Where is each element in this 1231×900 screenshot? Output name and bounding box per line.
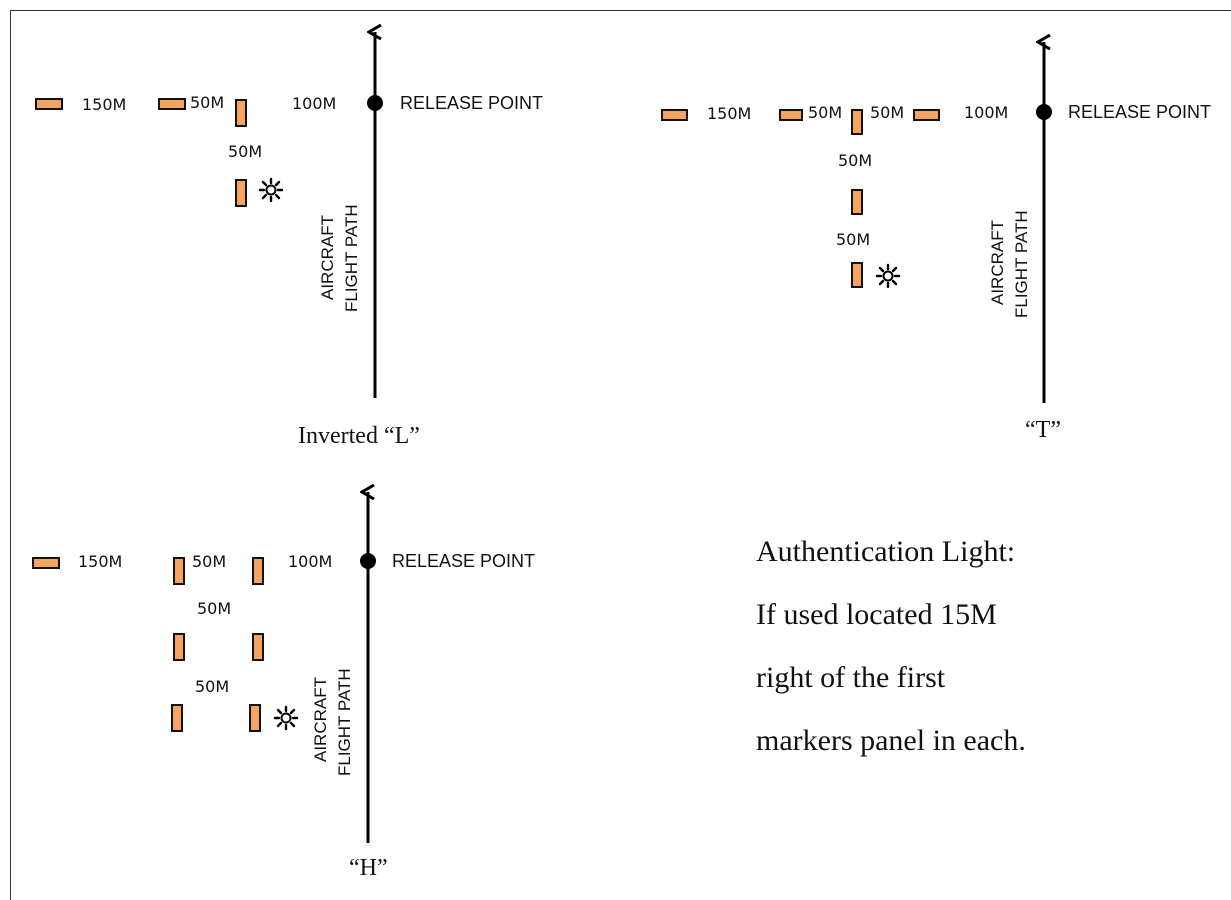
- authentication-light-note: Authentication Light: If used located 15…: [756, 535, 1026, 757]
- marker-panel: [158, 98, 186, 110]
- note-line: Authentication Light:: [756, 535, 1015, 568]
- note-line: right of the first: [756, 661, 946, 694]
- diagram-caption: “T”: [1025, 417, 1061, 443]
- note-line: If used located 15M: [756, 598, 997, 631]
- marker-panel: [851, 109, 863, 135]
- marker-panel: [252, 557, 264, 585]
- distance-50m: 50M: [870, 103, 904, 122]
- authentication-light-sun-icon: [273, 705, 299, 731]
- marker-panel: [171, 704, 183, 732]
- flight-path-label-line2: FLIGHT PATH: [335, 668, 354, 776]
- marker-panel: [173, 557, 185, 585]
- distance-100m: 100M: [292, 94, 336, 113]
- marker-panel: [661, 109, 688, 121]
- marker-panel: [35, 98, 63, 110]
- distance-150m: 150M: [82, 95, 126, 114]
- flight-path-label-line1: AIRCRAFT: [318, 215, 337, 300]
- authentication-light-sun-icon: [875, 263, 901, 289]
- flight-path-label-line1: AIRCRAFT: [988, 220, 1007, 305]
- diagram-caption: “H”: [349, 855, 388, 881]
- release-point-dot: [1036, 104, 1052, 120]
- marker-panel: [851, 189, 863, 215]
- release-point-label: RELEASE POINT: [1068, 102, 1211, 122]
- distance-50m: 50M: [192, 552, 226, 571]
- release-point-label: RELEASE POINT: [400, 93, 543, 113]
- note-line: markers panel in each.: [756, 724, 1026, 757]
- h-diagram: RELEASE POINT 150M 50M 100M 50M 50M AIRC…: [32, 492, 535, 881]
- marker-panel: [249, 704, 261, 732]
- diagram-caption: Inverted “L”: [298, 423, 420, 449]
- release-point-dot: [360, 553, 376, 569]
- distance-50m-vertical: 50M: [836, 230, 870, 249]
- distance-50m: 50M: [808, 103, 842, 122]
- marker-panel: [235, 99, 247, 127]
- distance-50m-vertical: 50M: [228, 142, 262, 161]
- t-diagram: RELEASE POINT 150M 50M 50M 100M 50M 50M …: [661, 42, 1211, 443]
- distance-50m-vertical: 50M: [838, 151, 872, 170]
- diagram-frame: [10, 10, 1231, 900]
- inverted-l-diagram: RELEASE POINT 150M 50M 100M 50M AIRCRAFT…: [35, 32, 543, 449]
- distance-100m: 100M: [288, 552, 332, 571]
- marker-panel: [252, 633, 264, 661]
- marker-panel: [235, 179, 247, 207]
- distance-100m: 100M: [964, 103, 1008, 122]
- flight-path-label-line1: AIRCRAFT: [311, 677, 330, 762]
- distance-150m: 150M: [707, 104, 751, 123]
- distance-50m-vertical: 50M: [195, 677, 229, 696]
- authentication-light-sun-icon: [258, 177, 284, 203]
- distance-50m: 50M: [190, 93, 224, 112]
- release-point-dot: [367, 95, 383, 111]
- marker-panel: [32, 557, 60, 569]
- marker-panel: [851, 262, 863, 288]
- release-point-label: RELEASE POINT: [392, 551, 535, 571]
- marker-panel: [779, 109, 803, 121]
- flight-path-label-line2: FLIGHT PATH: [342, 204, 361, 312]
- marker-panel: [913, 109, 940, 121]
- flight-path-label-line2: FLIGHT PATH: [1012, 210, 1031, 318]
- distance-50m-vertical: 50M: [197, 599, 231, 618]
- distance-150m: 150M: [78, 552, 122, 571]
- marker-panel: [173, 633, 185, 661]
